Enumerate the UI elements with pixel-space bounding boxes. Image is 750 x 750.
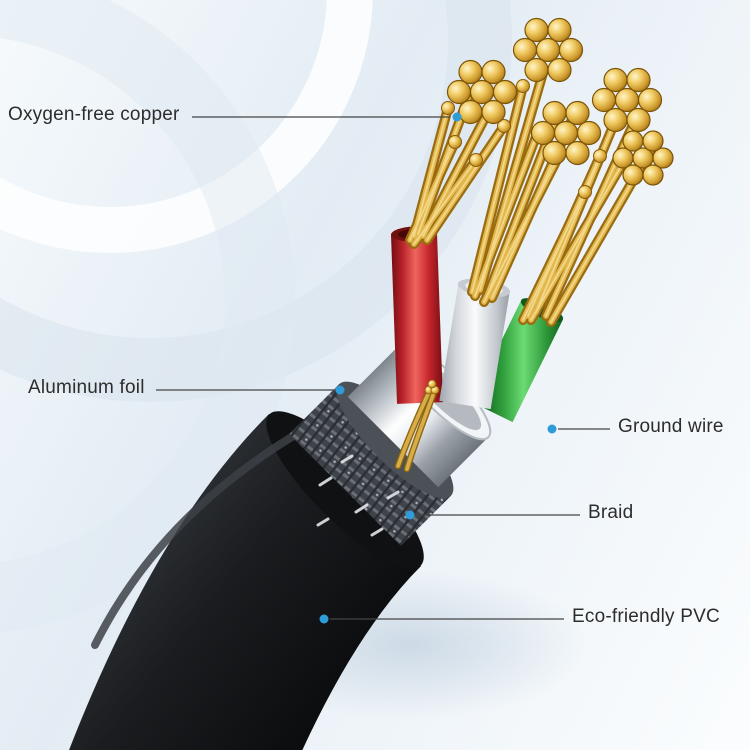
- copper-strands: [410, 17, 674, 323]
- pointer-dot: [547, 424, 557, 434]
- leader-ground-wire: [547, 424, 610, 434]
- leader-eco-friendly-pvc: [319, 614, 564, 624]
- background-arcs: [0, 0, 512, 633]
- copper-bundle-end-faces: [446, 17, 674, 186]
- label-eco-friendly-pvc: Eco-friendly PVC: [572, 606, 720, 627]
- pointer-dot: [405, 510, 415, 520]
- leader-aluminum-foil: [156, 385, 345, 395]
- label-ground-wire: Ground wire: [618, 416, 724, 437]
- pointer-dot: [452, 112, 462, 122]
- pointer-dot: [319, 614, 329, 624]
- pointer-dot: [335, 385, 345, 395]
- ground-wire: [394, 379, 440, 473]
- label-braid: Braid: [588, 502, 634, 523]
- label-aluminum-foil: Aluminum foil: [28, 377, 145, 398]
- leader-oxygen-free-copper: [192, 112, 462, 122]
- copper-strand-end-caps: [441, 79, 607, 199]
- label-oxygen-free-copper: Oxygen-free copper: [8, 104, 180, 125]
- leader-braid: [405, 510, 580, 520]
